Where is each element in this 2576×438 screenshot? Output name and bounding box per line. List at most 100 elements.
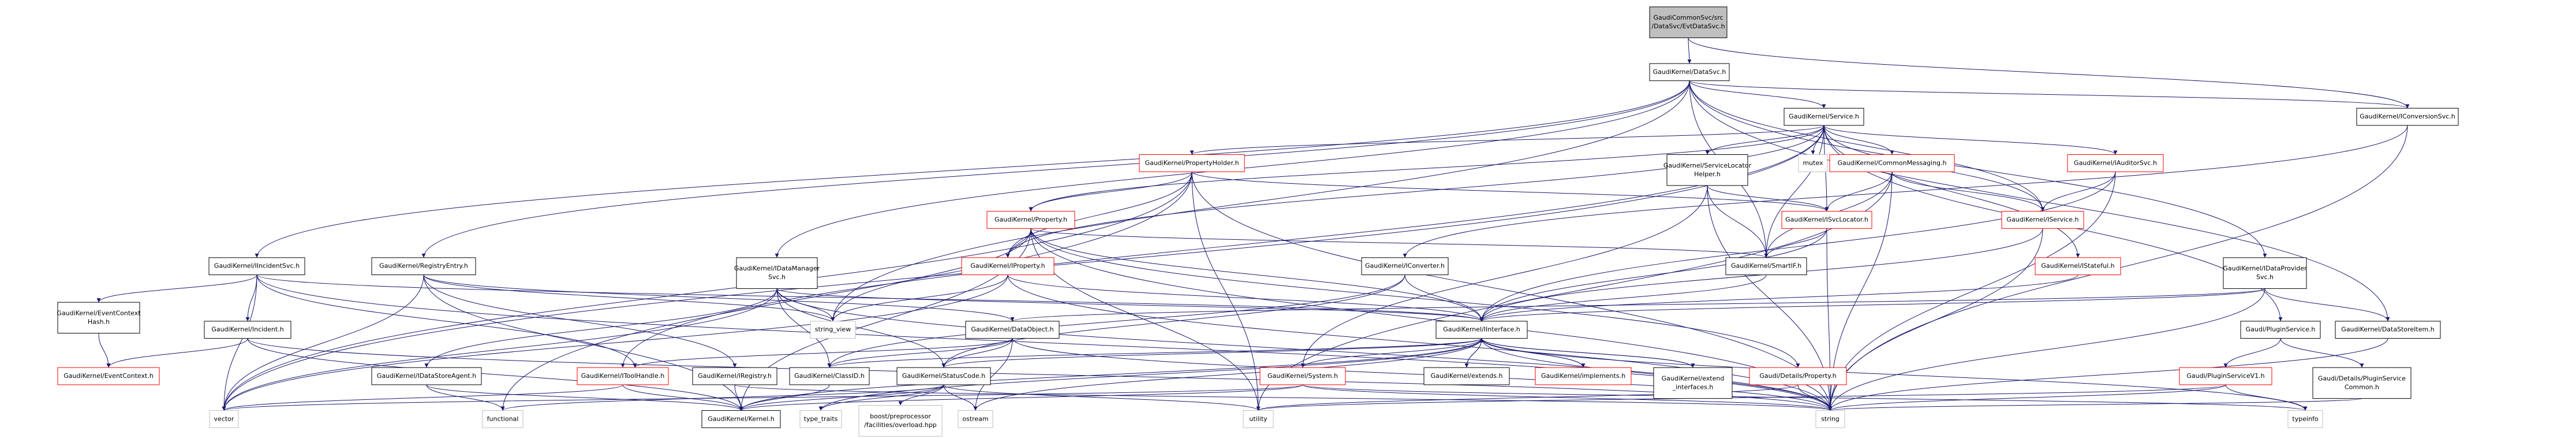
- edge-iincidentsvc-to-string: [256, 274, 1833, 411]
- node-idatastoreagent[interactable]: GaudiKernel/IDataStoreAgent.h: [371, 367, 482, 385]
- node-box: [57, 302, 140, 334]
- edge-pluginservicev1-to-string: [1828, 384, 2226, 411]
- edge-details_property-to-utility: [1256, 384, 1799, 411]
- node-iinterface[interactable]: GaudiKernel/IInterface.h: [1435, 321, 1528, 339]
- node-pluginservice[interactable]: Gaudi/PluginService.h: [2240, 321, 2321, 339]
- edge-iauditorsvc-to-iinterface: [1479, 172, 2116, 321]
- edge-statuscode-to-boost_overload: [898, 384, 944, 406]
- node-system[interactable]: GaudiKernel/System.h: [1259, 367, 1346, 385]
- node-extend_interfaces[interactable]: GaudiKernel/extend_interfaces.h: [1653, 367, 1733, 399]
- node-pluginservicev1[interactable]: Gaudi/PluginServiceV1.h: [2179, 367, 2272, 385]
- node-property[interactable]: GaudiKernel/Property.h: [986, 211, 1075, 229]
- node-dataobject[interactable]: GaudiKernel/DataObject.h: [965, 321, 1060, 339]
- node-label: _interfaces.h: [1672, 383, 1714, 391]
- edge-incident-to-kernel: [247, 338, 743, 411]
- node-service[interactable]: GaudiKernel/Service.h: [1784, 107, 1864, 126]
- node-statuscode[interactable]: GaudiKernel/StatusCode.h: [896, 367, 991, 385]
- node-label: GaudiKernel/IConversionSvc.h: [2360, 113, 2455, 120]
- node-iproperty[interactable]: GaudiKernel/IProperty.h: [961, 257, 1055, 276]
- node-smartif[interactable]: GaudiKernel/SmartIF.h: [1725, 257, 1807, 276]
- node-box: [986, 211, 1075, 229]
- node-iconverter[interactable]: GaudiKernel/IConverter.h: [1361, 257, 1449, 276]
- edge-dataobject-to-ostream: [973, 338, 1013, 411]
- node-ostream: ostream: [958, 410, 993, 428]
- edge-idataprovidersvc-to-iinterface: [1479, 288, 2265, 322]
- edge-iproperty-to-iinterface: [1007, 274, 1484, 322]
- node-eventcontext[interactable]: GaudiKernel/EventContext.h: [57, 367, 160, 385]
- node-label: GaudiKernel/IAuditorSvc.h: [2074, 159, 2157, 166]
- node-box: [2001, 211, 2084, 229]
- node-mutex: mutex: [1798, 154, 1828, 172]
- node-kernel[interactable]: GaudiKernel/Kernel.h: [701, 410, 781, 428]
- edge-system-to-vector: [222, 384, 1303, 411]
- node-label: GaudiKernel/CommonMessaging.h: [1837, 159, 1946, 166]
- node-implements[interactable]: GaudiKernel/implements.h: [1535, 367, 1632, 385]
- node-typeinfo: typeinfo: [2287, 410, 2323, 428]
- node-propertyholder[interactable]: GaudiKernel/PropertyHolder.h: [1139, 154, 1245, 172]
- node-label: utility: [1249, 415, 1268, 422]
- node-label: Hash.h: [88, 318, 110, 325]
- node-datastoreitem[interactable]: GaudiKernel/DataStoreItem.h: [2335, 321, 2441, 339]
- edge-statuscode-to-functional: [500, 384, 944, 411]
- node-iauditorsvc[interactable]: GaudiKernel/IAuditorSvc.h: [2067, 154, 2164, 172]
- node-box: [692, 367, 777, 385]
- edge-service-to-istateful: [1823, 125, 2080, 258]
- edge-propertyholder-to-string: [1191, 172, 1833, 411]
- node-label: GaudiKernel/PropertyHolder.h: [1145, 159, 1239, 166]
- edge-idataprovidersvc-to-datastoreitem: [2264, 288, 2390, 321]
- edge-registryentry-to-kernel: [423, 274, 743, 411]
- node-istateful[interactable]: GaudiKernel/IStateful.h: [2035, 257, 2121, 276]
- node-label: GaudiKernel/IStateful.h: [2041, 262, 2114, 270]
- edge-idataprovidersvc-to-string: [1828, 288, 2265, 411]
- node-box: [1259, 367, 1346, 385]
- node-itoolhandle[interactable]: GaudiKernel/IToolHandle.h: [577, 367, 669, 385]
- node-box: [577, 367, 669, 385]
- node-classid[interactable]: GaudiKernel/ClassID.h: [789, 367, 870, 385]
- node-incident[interactable]: GaudiKernel/Incident.h: [204, 321, 291, 339]
- node-box: [2035, 257, 2121, 276]
- node-label: GaudiKernel/EventContext: [57, 309, 141, 317]
- node-datasvc[interactable]: GaudiKernel/DataSvc.h: [1649, 63, 1730, 81]
- edge-datasvc-to-registryentry: [421, 80, 1690, 258]
- node-iregistry[interactable]: GaudiKernel/IRegistry.h: [692, 367, 777, 385]
- node-label: GaudiKernel/IToolHandle.h: [581, 372, 664, 380]
- edge-propertyholder-to-functional: [500, 172, 1192, 411]
- edge-system-to-typeinfo: [1302, 384, 2307, 411]
- node-label: GaudiKernel/IDataManager: [734, 265, 820, 272]
- node-isvclocator[interactable]: GaudiKernel/ISvcLocator.h: [1781, 211, 1872, 229]
- node-label: string: [1821, 415, 1840, 422]
- edge-statuscode-to-type_traits: [818, 384, 944, 411]
- edge-property-to-details_property: [1030, 228, 1800, 368]
- edge-propertyholder-to-iproperty: [1005, 172, 1192, 258]
- node-label: boost/preprocessor: [870, 413, 931, 420]
- edge-service-to-propertyholder: [1190, 125, 1824, 155]
- node-registryentry[interactable]: GaudiKernel/RegistryEntry.h: [371, 257, 476, 276]
- edge-servicelocatorhelper-to-smartif: [1707, 185, 1769, 258]
- edge-service-to-mutex: [1811, 125, 1824, 155]
- node-type_traits: type_traits: [799, 410, 842, 428]
- node-root[interactable]: GaudiCommonSvc/src/DataSvc/EvtDataSvc.h: [1649, 6, 1728, 38]
- node-label: Helper.h: [1694, 170, 1721, 178]
- node-label: typeinfo: [2292, 415, 2318, 422]
- node-box: [1829, 154, 1955, 172]
- node-label: GaudiKernel/StatusCode.h: [902, 372, 985, 380]
- node-iincidentsvc[interactable]: GaudiKernel/IIncidentSvc.h: [208, 257, 305, 276]
- node-iconversionsvc[interactable]: GaudiKernel/IConversionSvc.h: [2356, 107, 2459, 126]
- node-box: [799, 410, 842, 428]
- node-commonmessaging[interactable]: GaudiKernel/CommonMessaging.h: [1829, 154, 1955, 172]
- edge-root-to-iconversionsvc: [1688, 38, 2410, 109]
- node-label: GaudiKernel/extend: [1662, 374, 1725, 382]
- node-iservice[interactable]: GaudiKernel/IService.h: [2001, 211, 2084, 229]
- edge-property-to-smartif: [1030, 228, 1769, 258]
- edge-commonmessaging-to-isvclocator: [1824, 172, 1893, 211]
- edge-system-to-string: [1302, 384, 1833, 411]
- edge-datasvc-to-datastoreitem: [1689, 80, 2390, 321]
- node-details_property[interactable]: Gaudi/Details/Property.h: [1749, 367, 1847, 385]
- node-extends[interactable]: GaudiKernel/extends.h: [1423, 367, 1510, 385]
- node-box: [2335, 321, 2441, 339]
